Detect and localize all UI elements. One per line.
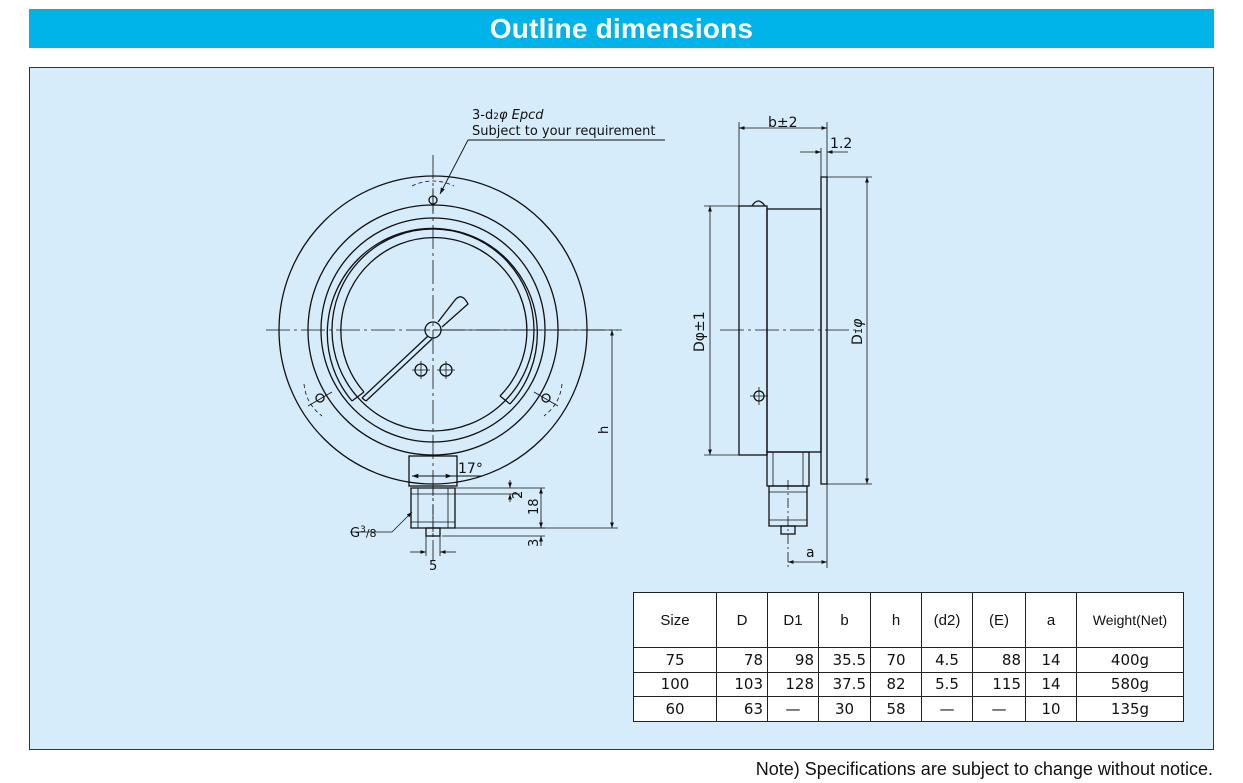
table-cell: 35.5 — [818, 647, 871, 673]
dim-d1-label: D1φ — [850, 318, 866, 345]
table-cell: 5.5 — [921, 671, 973, 698]
callout-line1: 3-d2φ Epcd — [472, 108, 544, 123]
table-cell: 128 — [767, 671, 819, 698]
table-cell: 14 — [1025, 671, 1077, 698]
col-header: D1 — [767, 592, 819, 648]
col-header: b — [818, 592, 871, 648]
table-header-row: Size D D1 b h (d2) (E) a Weight(Net) — [633, 592, 1184, 648]
col-header: h — [870, 592, 922, 648]
table-cell: 135g — [1076, 696, 1184, 722]
table-cell: 63 — [716, 696, 768, 722]
callout-line2: Subject to your requirement — [472, 124, 656, 139]
header-bar: Outline dimensions — [29, 9, 1214, 48]
table-cell: 37.5 — [818, 671, 871, 698]
table-cell: 75 — [633, 647, 717, 673]
case-body — [738, 205, 768, 456]
side-view — [704, 122, 872, 568]
table-cell: 70 — [870, 647, 922, 673]
col-header: Size — [633, 592, 717, 648]
thread-label: G3/8 — [350, 525, 377, 541]
table-cell: 60 — [633, 696, 717, 722]
col-header: D — [716, 592, 768, 648]
dim-b-label: b±2 — [768, 115, 798, 131]
dim-h-label: h — [597, 426, 612, 434]
col-header: a — [1025, 592, 1077, 648]
table-row: 75 78 98 35.5 70 4.5 88 14 400g — [633, 647, 1184, 673]
table-cell: 10 — [1025, 696, 1077, 722]
angle-label: 17° — [458, 461, 483, 477]
dim-1-2-label: 1.2 — [830, 136, 852, 152]
table-cell: 400g — [1076, 647, 1184, 673]
table-cell: 103 — [716, 671, 768, 698]
col-header: (d2) — [921, 592, 973, 648]
table-cell: 4.5 — [921, 647, 973, 673]
table-row: 60 63 — 30 58 — — 10 135g — [633, 696, 1184, 722]
table-cell: — — [767, 696, 819, 722]
table-cell: 78 — [716, 647, 768, 673]
table-cell: 14 — [1025, 647, 1077, 673]
table-cell: — — [921, 696, 973, 722]
dim-a-label: a — [806, 545, 815, 561]
footnote: Note) Specifications are subject to chan… — [755, 759, 1213, 779]
table-cell: 88 — [972, 647, 1026, 673]
dim-5-label: 5 — [429, 559, 437, 574]
dim-d-label: Dφ±1 — [692, 311, 708, 352]
table-row: 100 103 128 37.5 82 5.5 115 14 580g — [633, 671, 1184, 698]
spec-table: Size D D1 b h (d2) (E) a Weight(Net) 75 … — [633, 592, 1184, 722]
col-header: Weight(Net) — [1076, 592, 1184, 648]
table-cell: 100 — [633, 671, 717, 698]
page-title: Outline dimensions — [489, 12, 754, 44]
flange — [820, 176, 828, 485]
table-cell: 115 — [972, 671, 1026, 698]
dim-2-label: 2 — [511, 491, 526, 499]
table-cell: 58 — [870, 696, 922, 722]
table-cell: 98 — [767, 647, 819, 673]
dim-18-label: 18 — [527, 498, 542, 515]
table-cell: 82 — [870, 671, 922, 698]
front-view — [266, 139, 665, 560]
col-header: (E) — [972, 592, 1026, 648]
table-cell: 30 — [818, 696, 871, 722]
table-cell: 580g — [1076, 671, 1184, 698]
table-cell: — — [972, 696, 1026, 722]
dim-3-label: 3 — [527, 539, 542, 547]
